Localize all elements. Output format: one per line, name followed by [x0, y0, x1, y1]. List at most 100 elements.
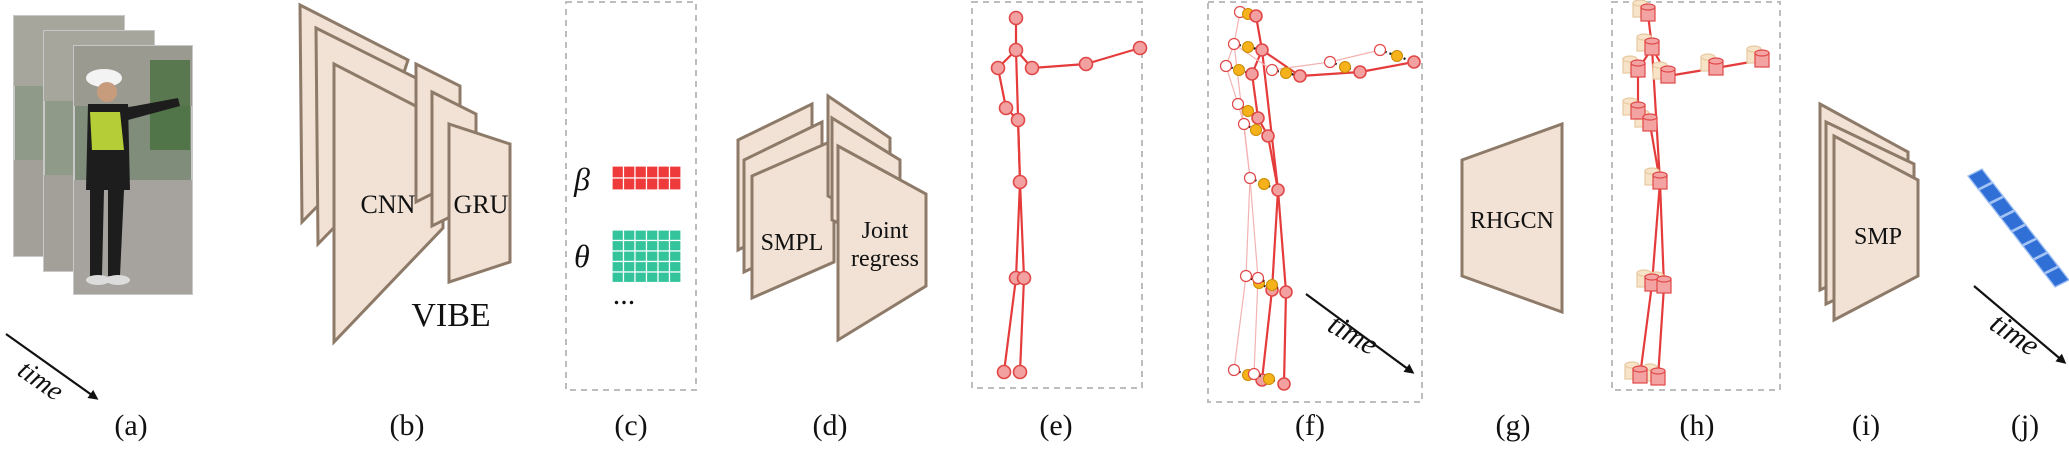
caption-c: (c): [614, 409, 647, 442]
caption-b: (b): [390, 409, 425, 442]
theta-cell: [645, 271, 659, 284]
cylinder-frame: [1611, 1, 1781, 391]
motion-marker: [1258, 178, 1270, 190]
bone: [1260, 49, 1280, 191]
past-joint: [1227, 37, 1241, 51]
cylinder-joint-top: [1660, 65, 1676, 73]
bone: [1018, 181, 1026, 279]
theta-cell: [668, 229, 682, 242]
joint: [1251, 111, 1265, 125]
cnn-label: CNN: [361, 190, 416, 219]
cylinder-joint-top: [1656, 275, 1672, 283]
caption-f: (f): [1295, 409, 1325, 442]
beta-cell: [657, 177, 671, 191]
ghost-bone: [1233, 275, 1247, 371]
joint: [1132, 40, 1148, 56]
motion-marker: [1233, 64, 1245, 76]
cylinder-joint-top: [1754, 49, 1770, 57]
theta-cell: [634, 229, 648, 242]
past-joint: [1237, 117, 1251, 131]
theta-cell: [645, 260, 659, 273]
smpl-parameters: β θ ...: [565, 1, 697, 391]
smp-block: SMP: [1818, 101, 1920, 323]
beta-cell: [622, 177, 636, 191]
motion-marker: [1391, 50, 1403, 62]
joint: [996, 364, 1012, 380]
cylinder-joint-top: [1708, 57, 1724, 65]
skeleton-icon: [990, 10, 1148, 380]
joint: [1078, 56, 1094, 72]
theta-cell: [657, 260, 671, 273]
past-joint: [1231, 97, 1245, 111]
beta-cell: [645, 177, 659, 191]
smpl-label: SMPL: [761, 230, 824, 256]
joint: [1261, 129, 1275, 143]
bone: [1261, 49, 1301, 77]
captions: (a) (b) (c) (d) (e) (f) (g) (h) (i) (j): [114, 409, 2039, 442]
joint-label-line2: regress: [851, 246, 919, 272]
theta-cell: [668, 260, 682, 273]
params-ellipsis: ...: [613, 278, 636, 311]
input-video-frames: time: [5, 15, 193, 407]
joint: [1293, 69, 1307, 83]
smp-label: SMP: [1854, 224, 1902, 250]
vector-cell: [1999, 210, 2027, 232]
joint: [1016, 270, 1032, 286]
theta-cell: [611, 260, 625, 273]
beta-cell: [622, 165, 636, 179]
caption-e: (e): [1039, 409, 1072, 442]
motion-marker: [1266, 279, 1278, 291]
bone: [1299, 70, 1361, 78]
beta-cell: [611, 177, 625, 191]
past-joint: [1219, 59, 1233, 73]
cylinder-joint-top: [1652, 171, 1668, 179]
bone: [1276, 189, 1288, 293]
caption-g: (g): [1496, 409, 1531, 442]
bone: [1031, 62, 1087, 70]
motion-marker: [1280, 67, 1292, 79]
joint: [1407, 55, 1421, 69]
vibe-block: CNN GRU VIBE: [298, 2, 512, 346]
bone: [1018, 277, 1026, 373]
motion-skeleton-icon: [1219, 5, 1421, 391]
theta-cell: [657, 229, 671, 242]
caption-a: (a): [114, 409, 147, 442]
ghost-bone: [1243, 123, 1251, 179]
theta-cell: [634, 250, 648, 263]
cylinder-skeleton-panel: [1611, 0, 1781, 391]
theta-cell: [634, 239, 648, 252]
past-joint: [1373, 43, 1387, 57]
skeleton-panel: [971, 1, 1148, 389]
joint: [990, 60, 1006, 76]
time-arrow-a: time: [5, 333, 99, 407]
ghost-bone: [1249, 177, 1259, 279]
theta-cell: [634, 260, 648, 273]
joint: [1277, 377, 1291, 391]
theta-cell: [611, 239, 625, 252]
output-vector-icon: [1966, 168, 2069, 288]
vector-cell: [2032, 252, 2060, 274]
vector-cell: [1966, 168, 1994, 190]
gru-layer-front: [447, 121, 512, 285]
past-joint: [1251, 271, 1265, 285]
smpl-layer-front: [750, 137, 836, 301]
time-arrow-f: time: [1305, 293, 1415, 374]
bone: [1002, 277, 1018, 373]
smp-layer-front: [1832, 133, 1920, 323]
past-joint: [1227, 363, 1241, 377]
joint: [1271, 183, 1285, 197]
vector-cell: [1977, 182, 2005, 204]
joint: [998, 100, 1014, 116]
rhgcn-label: RHGCN: [1470, 208, 1554, 234]
theta-cell: [668, 239, 682, 252]
ghost-bone: [1233, 43, 1273, 71]
rhgcn-block: RHGCN: [1460, 121, 1564, 315]
beta-cell: [668, 165, 682, 179]
gru-label: GRU: [454, 190, 509, 219]
joint: [1012, 174, 1028, 190]
vibe-label: VIBE: [411, 297, 490, 334]
ghost-bone: [1253, 277, 1259, 375]
joint-label-line1: Joint: [862, 218, 909, 244]
beta-cell: [657, 165, 671, 179]
